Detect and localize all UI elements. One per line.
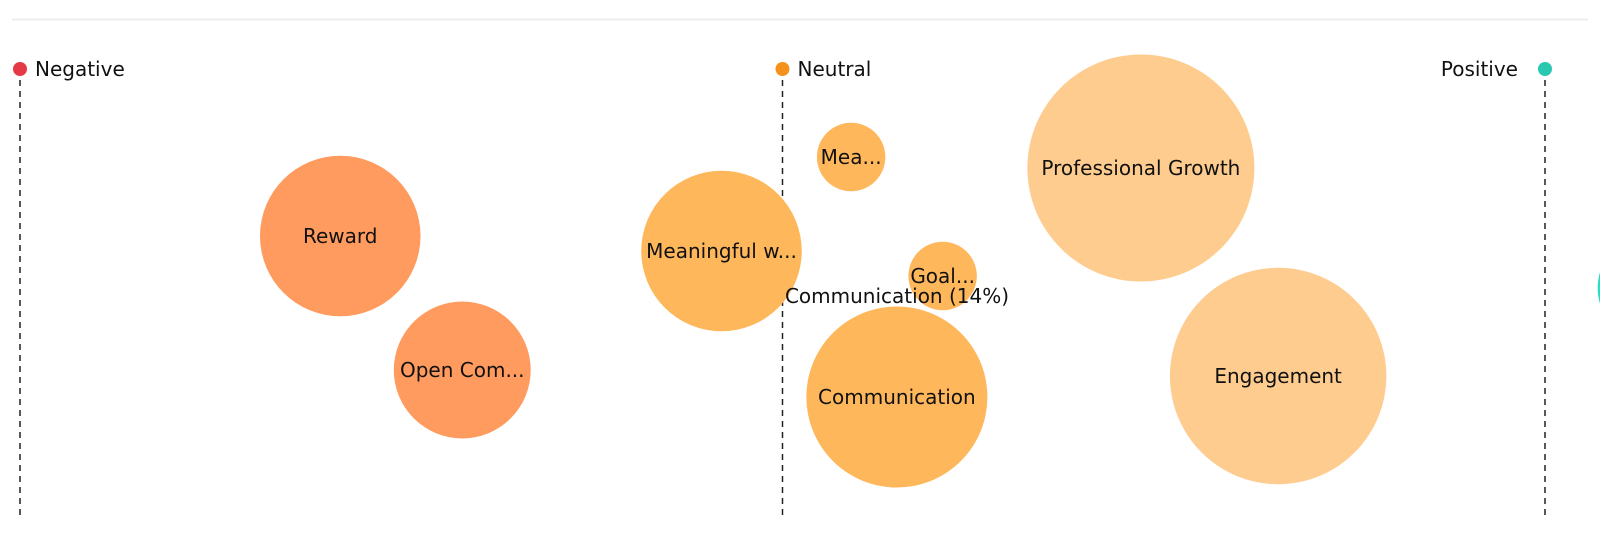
bubble-communication[interactable]	[806, 306, 988, 488]
annotation-layer: Communication (14%)	[785, 284, 1009, 308]
bubble-open-com[interactable]	[393, 301, 531, 439]
bubble-reward[interactable]	[259, 155, 421, 317]
negative-marker-dot	[13, 62, 27, 76]
bubble-mea[interactable]	[816, 122, 886, 192]
bubble-label-mea: Mea...	[821, 145, 882, 169]
bubble-label-open-com: Open Com...	[400, 358, 525, 382]
positive-marker-dot	[1538, 62, 1552, 76]
annotation-communication-14: Communication (14%)	[785, 284, 1009, 308]
bubble-label-goal: Goal...	[910, 264, 975, 288]
bubble-engagement[interactable]	[1169, 267, 1387, 485]
sentiment-axis: Negative Neutral Positive	[13, 57, 1552, 518]
bubble-meaningful-w[interactable]	[641, 170, 802, 332]
negative-axis-label: Negative	[35, 57, 125, 81]
bubble-goal[interactable]	[908, 241, 977, 311]
neutral-axis-label: Neutral	[798, 57, 872, 81]
positive-axis-label: Positive	[1441, 57, 1518, 81]
bubble-professional-growth[interactable]	[1027, 54, 1255, 282]
bubble-label-meaningful-w: Meaningful w...	[646, 239, 797, 263]
bubble-label-professional-growth: Professional Growth	[1041, 156, 1240, 180]
bubble-label-reward: Reward	[303, 224, 377, 248]
bubble-label-engagement: Engagement	[1214, 364, 1342, 388]
neutral-marker-dot	[775, 62, 790, 76]
bubble-teamwork[interactable]	[1597, 234, 1600, 342]
bubble-label-communication: Communication	[818, 385, 976, 409]
